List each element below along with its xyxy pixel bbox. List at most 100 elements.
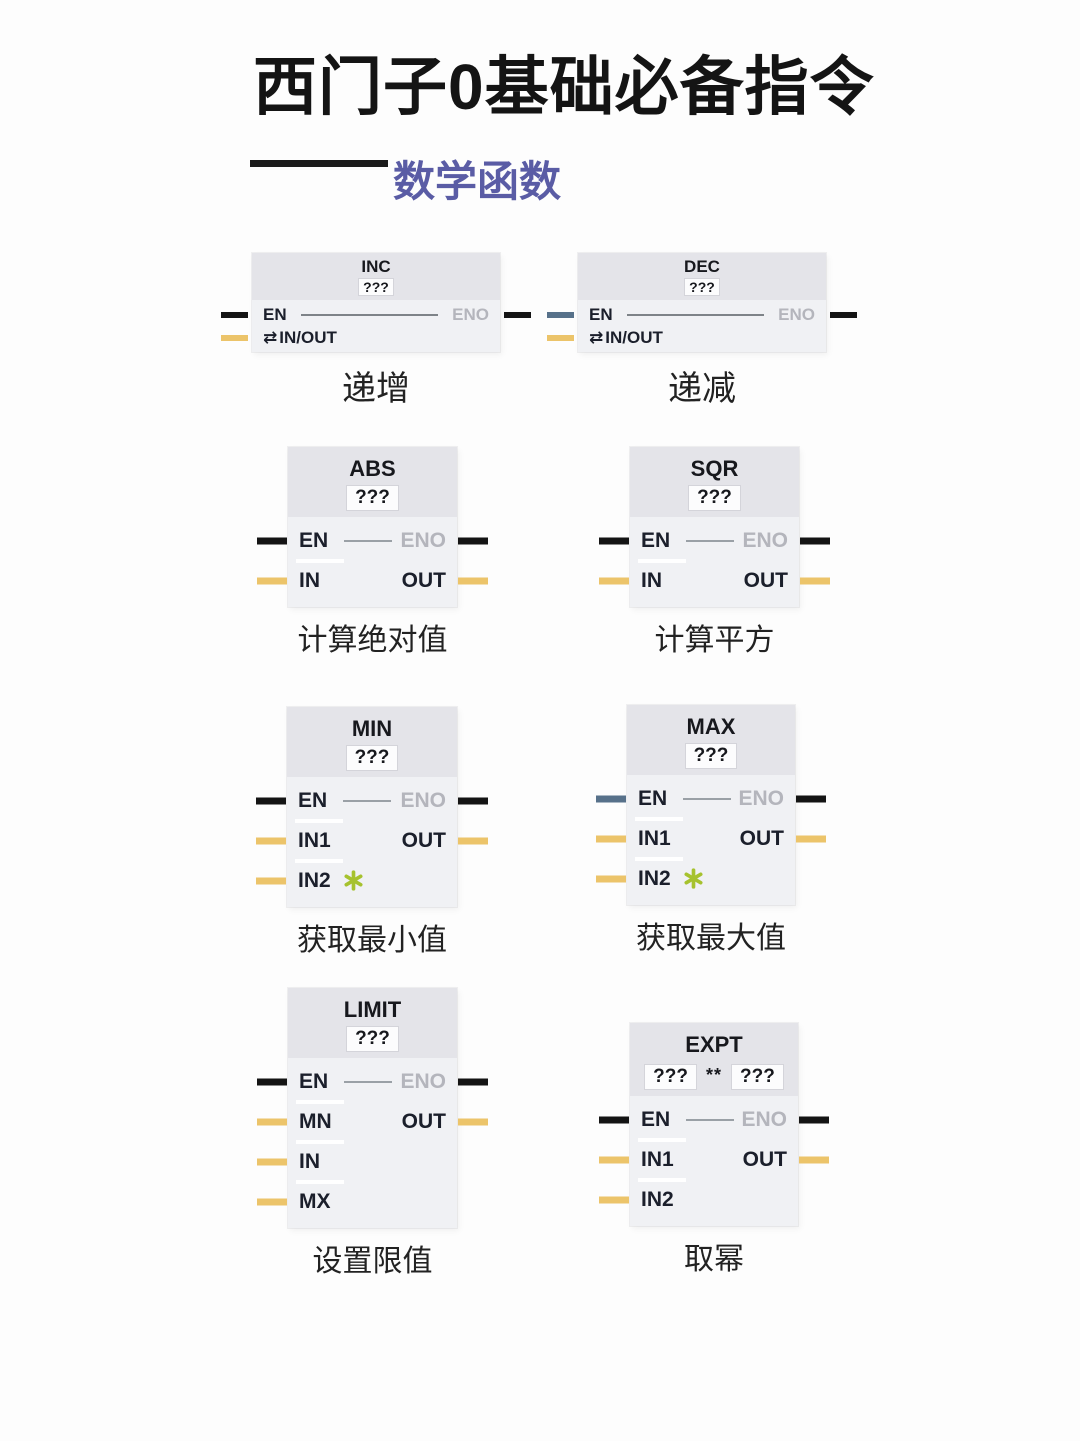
port-label-in2: IN2 <box>638 866 671 890</box>
function-block-unit-inc: INC ??? EN ENO ⇄IN/OUT 递增 <box>221 253 531 410</box>
add-input-star-icon <box>683 868 704 889</box>
block-body: EN ENO ⇄IN/OUT <box>221 300 531 352</box>
port-label-en: EN <box>298 788 328 812</box>
port-label-eno: ENO <box>400 1069 446 1093</box>
en-eno-row: EN ENO <box>256 781 488 823</box>
eno-port-stub <box>800 537 830 545</box>
in1-port-stub <box>599 1156 629 1164</box>
block-header: ABS ??? <box>288 447 457 517</box>
in2-row: IN2 <box>596 859 795 899</box>
in2-row: IN2 <box>256 861 457 901</box>
port-label-eno: ENO <box>400 788 446 812</box>
port-label-in1: IN1 <box>298 828 331 852</box>
block-caption: 递减 <box>668 370 736 408</box>
en-eno-row: EN ENO <box>257 521 488 563</box>
port-label-en: EN <box>641 528 671 552</box>
port-label-mn: MN <box>299 1109 332 1133</box>
block-body: EN ENO IN1 OUT IN2 <box>596 774 826 905</box>
eno-port-stub <box>796 795 826 803</box>
en-port-stub <box>256 797 286 805</box>
in1-out-row: IN1 OUT <box>599 1140 829 1182</box>
en-eno-row: EN ENO <box>221 303 531 326</box>
operand-placeholder-box: ??? <box>684 278 720 297</box>
mx-row: MX <box>257 1182 457 1222</box>
port-label-eno: ENO <box>738 786 784 810</box>
port-label-out: OUT <box>739 826 784 850</box>
out-port-stub <box>458 577 488 585</box>
block-header: SQR ??? <box>630 447 799 517</box>
in1-port-stub <box>256 837 286 845</box>
block-header: INC ??? <box>252 253 500 300</box>
eno-port-stub <box>458 1078 488 1086</box>
eno-port-stub <box>799 1116 829 1124</box>
port-label-en: EN <box>263 304 287 324</box>
in2-port-stub <box>599 1196 629 1204</box>
inout-arrows-icon: ⇄ <box>589 327 604 347</box>
in-port-stub <box>599 577 629 585</box>
inout-port-stub <box>221 334 248 341</box>
port-label-out: OUT <box>742 1147 787 1171</box>
eno-port-stub <box>458 797 488 805</box>
port-label-in: IN <box>299 1149 320 1173</box>
en-eno-connector-line <box>344 539 393 542</box>
function-block-max: MAX ??? EN ENO IN1 OUT IN2 <box>596 705 826 905</box>
in-port-stub <box>257 1158 287 1166</box>
function-block-expt: EXPT ??? ** ??? EN ENO IN1 OUT <box>599 1023 829 1226</box>
en-port-stub <box>257 537 287 545</box>
en-eno-connector-line <box>343 799 392 802</box>
port-label-en: EN <box>589 304 613 324</box>
function-block-inc: INC ??? EN ENO ⇄IN/OUT <box>221 253 531 352</box>
en-eno-connector-line <box>626 313 765 316</box>
block-caption: 计算绝对值 <box>297 623 448 657</box>
en-eno-connector-line <box>344 1080 393 1083</box>
en-eno-row: EN ENO <box>599 521 830 563</box>
block-body: EN ENO IN1 OUT IN2 <box>599 1095 829 1226</box>
mx-port-stub <box>257 1198 287 1206</box>
power-operator: ** <box>705 1064 722 1085</box>
en-port-stub <box>257 1078 287 1086</box>
mn-port-stub <box>257 1118 287 1126</box>
function-block-unit-dec: DEC ??? EN ENO ⇄IN/OUT 递减 <box>547 253 857 410</box>
port-label-eno: ENO <box>741 1107 787 1131</box>
port-label-en: EN <box>299 528 329 552</box>
function-block-min: MIN ??? EN ENO IN1 OUT IN2 <box>256 707 488 907</box>
port-label-in2: IN2 <box>298 868 331 892</box>
port-label-inout: IN/OUT <box>279 327 337 347</box>
block-caption: 取幂 <box>684 1242 744 1276</box>
section-subtitle: 数学函数 <box>393 158 562 205</box>
port-label-en: EN <box>299 1069 329 1093</box>
block-caption: 递增 <box>342 370 410 408</box>
block-caption: 获取最大值 <box>636 921 786 955</box>
in1-out-row: IN1 OUT <box>596 819 826 861</box>
port-label-in1: IN1 <box>641 1147 674 1171</box>
en-eno-connector-line <box>683 797 732 800</box>
operand-placeholder-box: ??? <box>358 278 394 297</box>
port-label-out: OUT <box>401 828 446 852</box>
block-caption: 设置限值 <box>312 1244 433 1278</box>
block-title: DEC <box>684 257 720 276</box>
function-block-unit-expt: EXPT ??? ** ??? EN ENO IN1 OUT <box>599 1023 829 1278</box>
function-block-limit: LIMIT ??? EN ENO MN OUT IN <box>257 988 488 1228</box>
function-block-sqr: SQR ??? EN ENO IN OUT <box>599 447 830 607</box>
inout-row: ⇄IN/OUT <box>547 326 826 349</box>
block-body: EN ENO IN1 OUT IN2 <box>256 776 488 907</box>
function-block-unit-limit: LIMIT ??? EN ENO MN OUT IN <box>257 988 488 1280</box>
port-label-out: OUT <box>401 1109 446 1133</box>
function-block-unit-sqr: SQR ??? EN ENO IN OUT 计算平方 <box>599 447 830 659</box>
en-eno-connector-line <box>686 1118 735 1121</box>
port-label-en: EN <box>638 786 668 810</box>
block-header: MIN ??? <box>287 707 457 777</box>
en-eno-row: EN ENO <box>599 1100 829 1142</box>
port-label-inout: IN/OUT <box>605 327 663 347</box>
en-port-stub <box>221 311 248 318</box>
operand-placeholder-box-right: ??? <box>731 1064 784 1090</box>
function-block-abs: ABS ??? EN ENO IN OUT <box>257 447 488 607</box>
function-block-unit-min: MIN ??? EN ENO IN1 OUT IN2 <box>256 707 488 959</box>
block-body: EN ENO MN OUT IN MX <box>257 1057 488 1228</box>
out-port-stub <box>800 577 830 585</box>
in1-port-stub <box>596 835 626 843</box>
port-label-out: OUT <box>743 568 788 592</box>
operand-placeholder-box: ??? <box>346 485 399 511</box>
block-title: MAX <box>686 714 736 739</box>
section-dash-line <box>250 160 388 167</box>
